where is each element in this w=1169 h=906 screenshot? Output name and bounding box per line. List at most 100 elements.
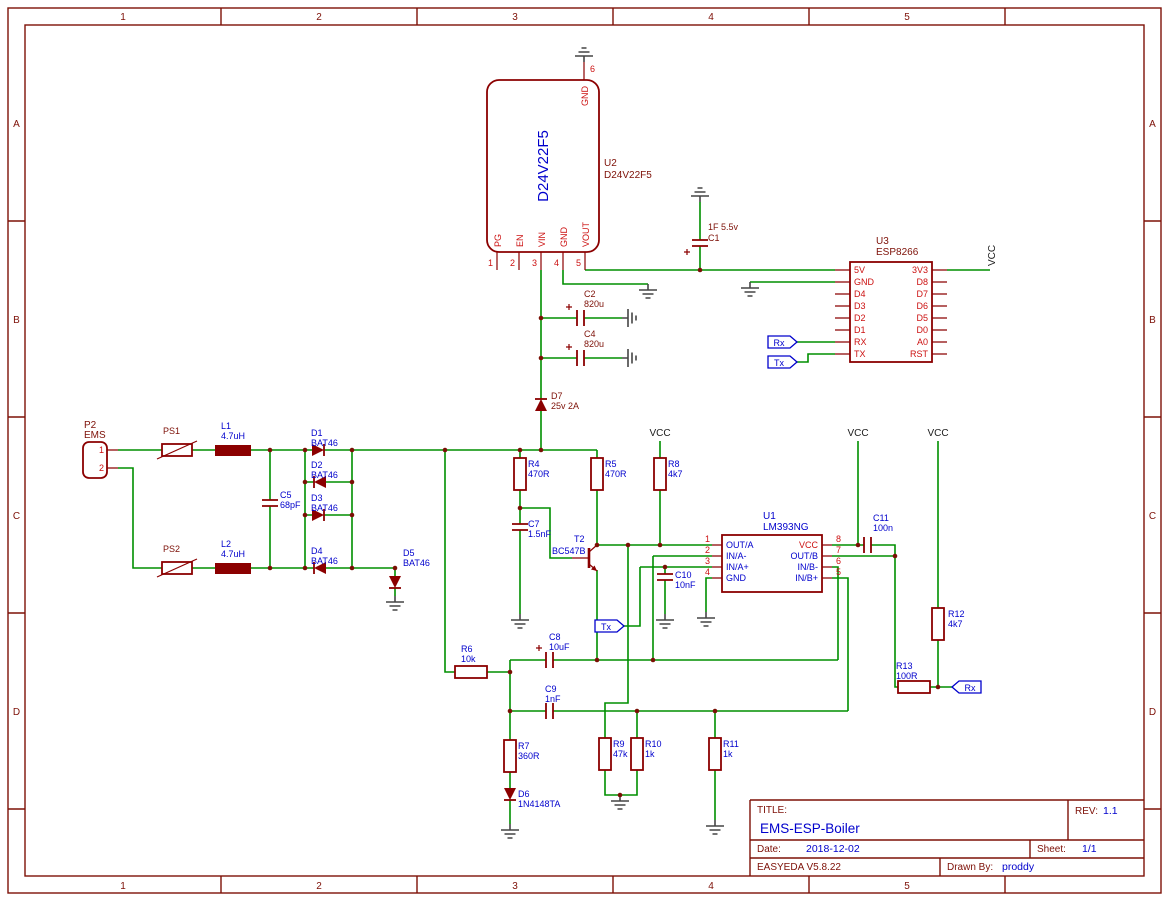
ruler-col: 5 <box>904 881 910 892</box>
resistor-r7[interactable]: R7 360R <box>503 739 540 773</box>
flag-shape <box>767 355 798 369</box>
ground-symbol[interactable] <box>510 613 530 629</box>
diode-d1[interactable]: D1 BAT46 <box>311 428 338 457</box>
regulator-u2[interactable]: D24V22F5 U2 D24V22F5 6 GND 1 2 3 4 5 PG … <box>486 62 652 270</box>
ground-symbol[interactable] <box>574 47 594 63</box>
resistor-r6[interactable]: R6 10k <box>454 644 488 679</box>
d5-value: BAT46 <box>403 558 430 568</box>
diode-d5[interactable]: D5 BAT46 <box>388 548 430 589</box>
pin-name: D0 <box>916 325 928 335</box>
r5-ref: R5 <box>605 459 617 469</box>
pin-number: 1 <box>488 258 493 268</box>
date-value: 2018-12-02 <box>806 843 860 855</box>
capacitor-c9[interactable]: C9 1nF <box>545 684 561 720</box>
c2-ref: C2 <box>584 289 596 299</box>
flag-shape <box>767 335 798 349</box>
inductor-l1[interactable]: L1 4.7uH <box>215 421 251 456</box>
c8-value: 10uF <box>549 642 570 652</box>
wire-ems-region[interactable] <box>118 449 598 673</box>
c2-value: 820u <box>584 299 604 309</box>
ground-symbol[interactable] <box>621 348 637 368</box>
pin-name: D4 <box>854 289 866 299</box>
resistor-r5[interactable]: R5 470R <box>590 457 627 491</box>
capacitor-c1[interactable]: 1F 5.5v C1 <box>683 222 739 256</box>
net-flag-tx[interactable]: Tx <box>767 355 798 369</box>
fuse-ps1[interactable]: PS1 <box>156 426 198 460</box>
capacitor-c7[interactable]: C7 1.5nF <box>511 519 552 539</box>
ground-symbol[interactable] <box>696 611 716 627</box>
capacitor-c11[interactable]: C11 100n <box>863 513 893 554</box>
c4-ref: C4 <box>584 329 596 339</box>
net-flag-rx[interactable]: Rx <box>951 680 982 694</box>
resistor-r4[interactable]: R4 470R <box>513 457 550 491</box>
r13-value: 100R <box>896 671 918 681</box>
pin-name: D8 <box>916 277 928 287</box>
flag-label: Tx <box>601 622 611 632</box>
r4-value: 470R <box>528 469 550 479</box>
diode-d4[interactable]: D4 BAT46 <box>311 546 338 575</box>
wire-mid-region[interactable] <box>509 441 849 824</box>
capacitor-c5[interactable]: C5 68pF <box>261 490 301 510</box>
u1-ref: U1 <box>763 511 776 522</box>
capacitor-symbol <box>863 536 872 554</box>
diode-d6[interactable]: D6 1N4148TA <box>503 787 560 809</box>
r7-value: 360R <box>518 751 540 761</box>
pin-name: D1 <box>854 325 866 335</box>
resistor-r8[interactable]: R8 4k7 <box>653 457 683 491</box>
diode-d2[interactable]: D2 BAT46 <box>311 460 338 489</box>
wire-power-region[interactable] <box>540 202 990 450</box>
fuse-ps2[interactable]: PS2 <box>156 544 198 578</box>
vcc-net-label[interactable]: VCC <box>847 428 868 439</box>
r12-ref: R12 <box>948 609 965 619</box>
pin-number: 3 <box>532 258 537 268</box>
resistor-r12[interactable]: R12 4k7 <box>931 607 965 641</box>
capacitor-c4[interactable]: C4 820u <box>565 329 604 367</box>
ground-symbol[interactable] <box>385 595 405 611</box>
module-u3-esp8266[interactable]: U3 ESP8266 5V GND D4 D3 D2 D1 RX TX 3V3 … <box>835 236 947 363</box>
resistor-symbol <box>513 457 527 491</box>
ruler-col: 4 <box>708 12 714 23</box>
r6-ref: R6 <box>461 644 473 654</box>
ground-symbol[interactable] <box>500 823 520 839</box>
pin-name: D6 <box>916 301 928 311</box>
comparator-u1[interactable]: U1 LM393NG 1 2 3 4 8 7 6 5 OUT/A IN/A- I… <box>705 511 841 593</box>
ground-symbol[interactable] <box>705 819 725 835</box>
net-flag-rx[interactable]: Rx <box>767 335 798 349</box>
diode-d3[interactable]: D3 BAT46 <box>311 493 338 522</box>
ground-symbol[interactable] <box>740 281 760 297</box>
vcc-net-label[interactable]: VCC <box>649 428 670 439</box>
u2-body-label: D24V22F5 <box>535 130 552 202</box>
pin-name: 5V <box>854 265 865 275</box>
resistor-r9[interactable]: R9 47k <box>598 737 628 771</box>
inductor-l2[interactable]: L2 4.7uH <box>215 539 251 574</box>
wire-right-region[interactable] <box>832 441 952 688</box>
resistor-symbol <box>897 680 931 694</box>
vcc-net-label[interactable]: VCC <box>987 245 998 266</box>
pin-number: 3 <box>705 556 710 566</box>
connector-p2[interactable]: P2 EMS 1 2 <box>82 420 118 479</box>
vcc-net-label[interactable]: VCC <box>927 428 948 439</box>
ground-symbol[interactable] <box>690 187 710 203</box>
transistor-t2[interactable]: T2 BC547B <box>552 534 598 572</box>
resistor-r10[interactable]: R10 1k <box>630 737 662 771</box>
net-flag-tx[interactable]: Tx <box>594 619 625 633</box>
capacitor-c10[interactable]: C10 10nF <box>656 570 696 590</box>
pin-name: GND <box>559 227 569 248</box>
ground-symbol[interactable] <box>638 283 658 299</box>
r9-ref: R9 <box>613 739 625 749</box>
resistor-symbol <box>598 737 612 771</box>
resistor-r13[interactable]: R13 100R <box>896 661 931 694</box>
pin-number: 1 <box>705 534 710 544</box>
ground-symbol[interactable] <box>621 308 637 328</box>
ground-symbol[interactable] <box>655 613 675 629</box>
capacitor-c2[interactable]: C2 820u <box>565 289 604 327</box>
diode-d7[interactable]: D7 25v 2A <box>534 391 579 412</box>
fuse-body <box>161 561 193 575</box>
resistor-r11[interactable]: R11 1k <box>708 737 739 771</box>
ruler-col: 1 <box>120 881 126 892</box>
capacitor-c8[interactable]: C8 10uF <box>535 632 570 669</box>
ruler-col: 3 <box>512 12 518 23</box>
polarity-plus-icon <box>683 248 691 256</box>
